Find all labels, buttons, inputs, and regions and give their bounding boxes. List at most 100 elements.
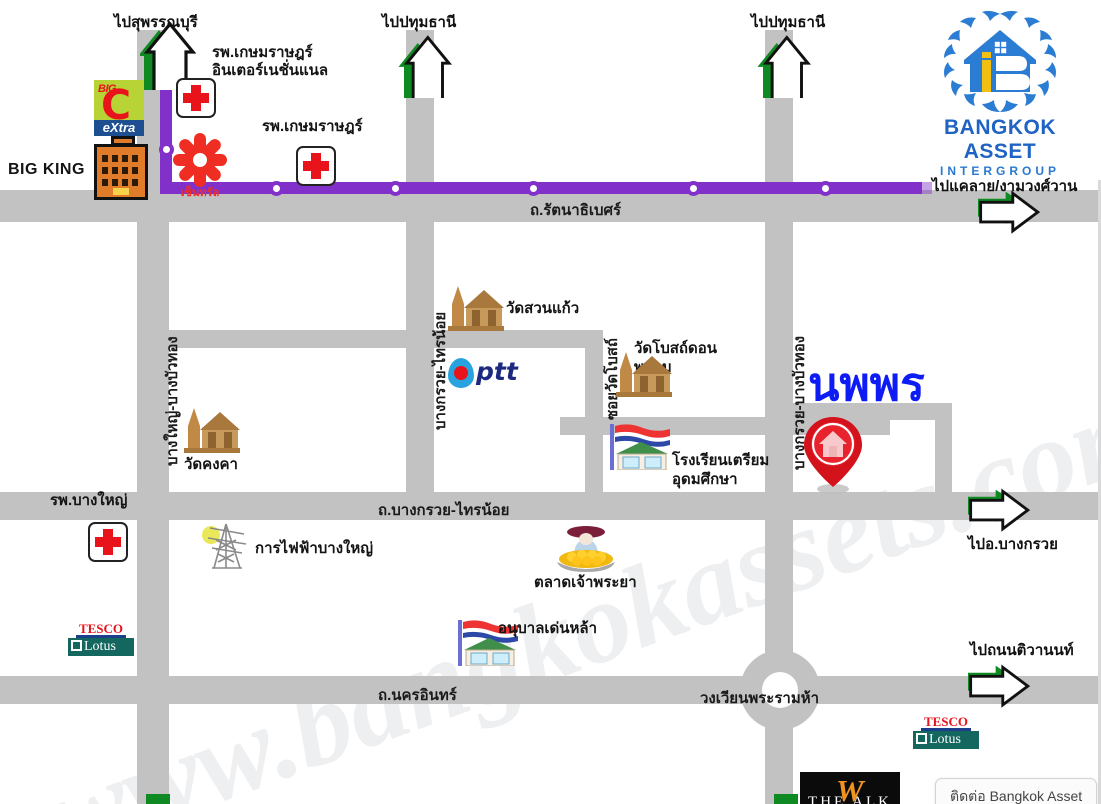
road-label-nakhon-in: ถ.นครอินทร์ xyxy=(378,687,457,704)
mrt-line-horizontal xyxy=(160,182,922,194)
bigc-brand-top: BIG xyxy=(98,83,117,95)
brand-name: BANGKOK ASSET xyxy=(944,116,1056,163)
poi-tesco-lotus-2: TESCO Lotus xyxy=(913,713,979,749)
highlight-label: นพพร xyxy=(808,358,925,410)
arrow-tiwanon: ไปถนนติวานนท์ xyxy=(963,642,1074,717)
mrt-station-6[interactable] xyxy=(818,181,833,196)
road-label-bangkruai-sainoi: ถ.บางกรวย-ไทรน้อย xyxy=(378,502,510,519)
arrow-khae-lai-label: ไปแคลาย/งามวงศ์วาน xyxy=(932,178,1078,195)
road-soi-top xyxy=(152,330,602,348)
road-rattanathibet xyxy=(0,190,1101,222)
road-soi-pin-top xyxy=(790,403,950,420)
arrow-bangkruai: ไปอ.บางกรวย xyxy=(963,486,1058,553)
arrow-up-icon xyxy=(398,35,453,111)
roundabout-hole xyxy=(762,672,798,708)
tesco-lotus-logo: TESCO Lotus xyxy=(913,713,979,749)
temple-icon xyxy=(448,286,504,331)
poi-electricity-icon xyxy=(200,518,254,577)
poi-label-kasemrad: รพ.เกษมราษฎร์ xyxy=(262,118,363,135)
arrow-right-icon xyxy=(963,488,1031,532)
tesco-lotus-logo: TESCO Lotus xyxy=(68,620,134,656)
mrt-line-vertical xyxy=(160,80,172,193)
brand-logo: BANGKOK ASSET INTERGROUP xyxy=(905,8,1095,178)
poi-central: เซ็นทรัล xyxy=(172,132,228,199)
school-flag-icon xyxy=(610,424,670,471)
road-label-rattanathibet: ถ.รัตนาธิเบศร์ xyxy=(530,202,622,219)
poi-market-icon xyxy=(552,522,620,579)
home-map-pin-icon[interactable] xyxy=(802,415,864,495)
mrt-station-4[interactable] xyxy=(526,181,541,196)
building-icon xyxy=(94,136,148,200)
power-pylon-icon xyxy=(202,523,247,569)
arrow-pathumthani-2-label: ไปปทุมธานี xyxy=(751,14,826,31)
mrt-station-5[interactable] xyxy=(686,181,701,196)
poi-kasemrad-icon xyxy=(296,146,336,186)
bigc-extra-label: eXtra xyxy=(94,120,144,136)
brand-subtitle: INTERGROUP xyxy=(939,164,1060,178)
bigc-extra-logo: BIG C eXtra xyxy=(94,80,144,136)
bigc-letter: C xyxy=(101,81,132,129)
arrow-bangkruai-label: ไปอ.บางกรวย xyxy=(968,536,1058,553)
the-walk-label: THE ALK xyxy=(808,794,892,804)
tesco-label: TESCO xyxy=(923,714,969,729)
road-bangkruai-sainoi xyxy=(0,492,1101,520)
mrt-station-1[interactable] xyxy=(159,142,174,157)
lotus-label: Lotus xyxy=(68,638,134,656)
poi-bangyai-hospital-icon xyxy=(88,522,128,562)
house-wreath-logo xyxy=(944,10,1056,112)
ptt-label: ptt xyxy=(476,357,518,386)
market-vendor-icon xyxy=(557,526,615,572)
arrow-tiwanon-label: ไปถนนติวานนท์ xyxy=(970,642,1074,659)
the-walk-accent: W xyxy=(836,773,864,804)
arrow-right-icon xyxy=(973,190,1041,234)
mrt-line-fade xyxy=(910,182,932,194)
poi-label-bangyai-hospital: รพ.บางใหญ่ xyxy=(50,492,128,509)
ptt-logo: ptt xyxy=(448,356,522,390)
poi-destination-pin[interactable] xyxy=(802,415,864,500)
arrow-pathumthani-2: ไปปทุมธานี xyxy=(751,14,825,111)
arrow-pathumthani-1-label: ไปปทุมธานี xyxy=(382,14,457,31)
road-bangkruai-sainoi-vertical xyxy=(406,30,434,510)
map-right-edge xyxy=(1098,180,1101,804)
road-soi-wat-bot xyxy=(585,330,603,500)
poi-label-anuban-denla: อนุบาลเด่นหล้า xyxy=(498,620,598,637)
hospital-cross-icon xyxy=(88,522,128,562)
lotus-mark-icon xyxy=(71,640,82,651)
road-right-soi xyxy=(935,403,952,503)
poi-the-walk: THE ALK W xyxy=(800,772,900,804)
hospital-cross-icon xyxy=(176,78,216,118)
arrow-pathumthani-1: ไปปทุมธานี xyxy=(382,14,456,111)
lotus-mark-icon xyxy=(916,733,927,744)
mrt-station-2[interactable] xyxy=(269,181,284,196)
road-nakhon-in xyxy=(0,676,1101,704)
central-label: เซ็นทรัล xyxy=(180,187,220,199)
triam-udom-text: โรงเรียนเตรียม อุดมศึกษา xyxy=(672,452,770,488)
poi-wat-khongkha-icon xyxy=(176,402,242,459)
kasemrad-inter-line1: รพ.เกษมราษฎร์ อินเตอร์เนชั่นแนล xyxy=(212,44,329,80)
tesco-stripe xyxy=(76,635,126,638)
poi-tesco-lotus-1: TESCO Lotus xyxy=(68,620,134,656)
arrow-khae-lai: ไปแคลาย/งามวงศ์วาน xyxy=(932,178,1077,243)
poi-anuban-denla-icon xyxy=(458,620,520,671)
arrow-up-icon xyxy=(757,35,812,111)
poi-big-king-building xyxy=(94,136,148,200)
building-roof xyxy=(111,136,135,146)
poi-big-c-extra: BIG C eXtra xyxy=(94,80,144,136)
tesco-label: TESCO xyxy=(78,621,124,636)
lotus-label: Lotus xyxy=(913,731,979,749)
hospital-cross-icon xyxy=(296,146,336,186)
poi-label-wat-suankaew: วัดสวนแก้ว xyxy=(506,300,580,317)
roundabout-label: วงเวียนพระรามห้า xyxy=(700,690,820,707)
arrow-right-icon xyxy=(963,664,1031,708)
poi-wat-bot-don-phrom-icon xyxy=(608,346,674,403)
contact-button[interactable]: ติดต่อ Bangkok Asset xyxy=(935,778,1098,804)
poi-triam-udom-icon xyxy=(610,424,672,475)
ptt-drop-icon xyxy=(448,358,474,388)
the-walk-logo: THE ALK W xyxy=(800,772,900,804)
poi-ptt-station: ptt xyxy=(448,356,522,390)
poi-label-market: ตลาดเจ้าพระยา xyxy=(534,574,637,591)
poi-label-triam-udom: โรงเรียนเตรียม อุดมศึกษา xyxy=(672,434,769,489)
mrt-station-3[interactable] xyxy=(388,181,403,196)
arrow-suphanburi-label: ไปสุพรรณบุรี xyxy=(114,14,198,31)
